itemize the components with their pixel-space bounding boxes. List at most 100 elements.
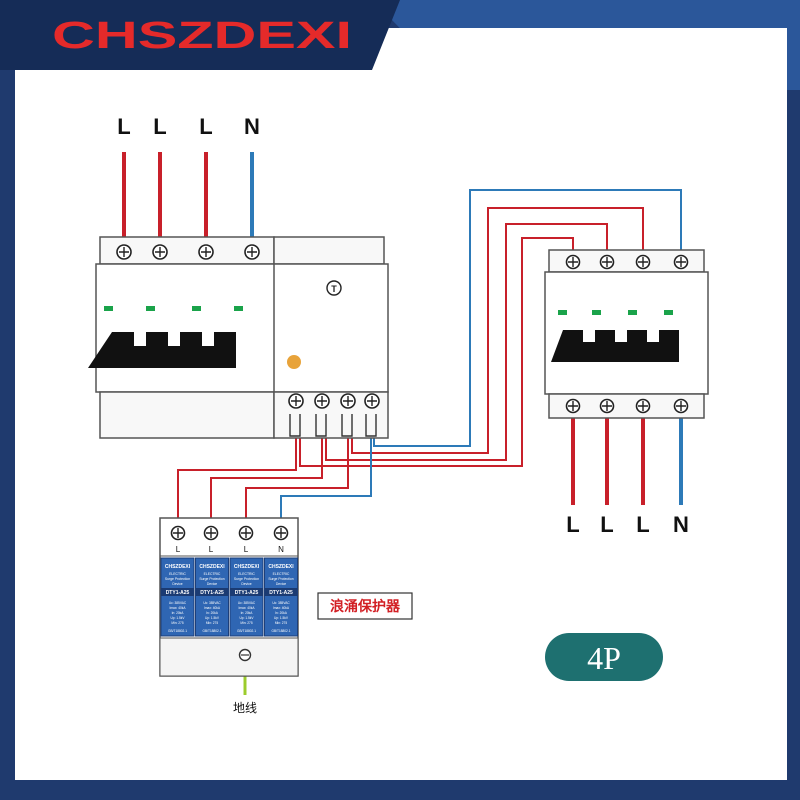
spd-module-spec: Up: 1.5kV: [274, 616, 289, 620]
spd-module-model: DTY1-A25: [235, 590, 259, 596]
spd-module-spec: Uc: 385VAC: [238, 601, 256, 605]
main-top-terminals: [116, 244, 260, 260]
indicator-icon: [104, 306, 113, 311]
link-wire-l1: [299, 237, 574, 467]
spd-module-brand: CHSZDEXI: [199, 564, 225, 570]
supply-label-l2: L: [153, 114, 166, 139]
indicator-icon: [628, 310, 637, 315]
spd-module-spec: Up: 1.5kV: [240, 616, 255, 620]
load-label-l2: L: [600, 512, 613, 537]
spd-module-desc: ELECTRIC: [238, 572, 255, 576]
spd-module-desc: Device: [207, 582, 217, 586]
spd-module-spec: In: 20kA: [275, 611, 288, 615]
main-bottom-terminals: [288, 393, 380, 437]
spd-label-l1: L: [176, 545, 181, 554]
spd-module-spec: Uc: 385VAC: [272, 601, 290, 605]
supply-label-l3: L: [199, 114, 212, 139]
spd-module-spec: Imax: 40kA: [273, 606, 290, 610]
spd-module-desc: Device: [276, 582, 286, 586]
spd-module-desc: Surge Protection: [199, 577, 224, 581]
breaker-handle[interactable]: [551, 330, 679, 362]
spd-module-spec: In: 20kA: [172, 611, 185, 615]
load-breaker: [544, 249, 709, 419]
spd-module-model: DTY1-A25: [200, 590, 224, 596]
link-wire-l2: [325, 223, 608, 461]
load-label-n: N: [673, 512, 689, 537]
indicator-icon: [558, 310, 567, 315]
spd-module-foot: GB/T18802.1: [272, 629, 291, 633]
trip-indicator-icon: [287, 355, 301, 369]
spd-module-spec: In: 20kA: [206, 611, 219, 615]
supply-labels: L L L N: [117, 114, 260, 139]
main-breaker: T: [88, 236, 389, 439]
brand-logo-text: CHSZDEXI: [52, 15, 352, 57]
brand-banner: [0, 0, 400, 70]
test-button-mark: T: [331, 284, 337, 294]
breaker-handle[interactable]: [88, 332, 236, 368]
spd-module-spec: Imax: 40kA: [239, 606, 256, 610]
spd-module-foot: GB/T18802.1: [237, 629, 256, 633]
spd-module-spec: Min: 275: [206, 621, 218, 625]
link-wire-n: [373, 189, 682, 447]
spd-module-desc: Surge Protection: [165, 577, 190, 581]
load-label-l1: L: [566, 512, 579, 537]
spd-module-spec: Up: 1.5kV: [171, 616, 186, 620]
spd-module-spec: Up: 1.5kV: [205, 616, 220, 620]
pole-badge: [545, 633, 663, 681]
spd-module-spec: Min: 275: [171, 621, 183, 625]
indicator-icon: [664, 310, 673, 315]
indicator-icon: [234, 306, 243, 311]
spd-wire-l1: [177, 418, 297, 532]
load-top-terminals: [565, 254, 689, 270]
spd-module-spec: Imax: 40kA: [204, 606, 221, 610]
spd-caption-box: [317, 592, 413, 620]
load-label-l3: L: [636, 512, 649, 537]
link-wires: [177, 189, 682, 532]
spd-module-desc: Device: [172, 582, 182, 586]
spd-module-spec: Min: 275: [275, 621, 287, 625]
spd-module-desc: Device: [241, 582, 251, 586]
load-labels: L L L N: [566, 512, 689, 537]
supply-label-l1: L: [117, 114, 130, 139]
load-bottom-terminals: [565, 398, 689, 414]
spd-module-desc: ELECTRIC: [169, 572, 186, 576]
spd-module-desc: ELECTRIC: [273, 572, 290, 576]
indicator-icon: [192, 306, 201, 311]
spd-module-brand: CHSZDEXI: [268, 564, 294, 570]
spd-module-desc: Surge Protection: [234, 577, 259, 581]
spd-module-model: DTY1-A25: [269, 590, 293, 596]
supply-label-n: N: [244, 114, 260, 139]
spd-terminal-labels: L L L N: [176, 545, 284, 554]
spd-wire-l3: [245, 418, 349, 532]
wires: [122, 152, 683, 505]
spd-module-spec: In: 20kA: [241, 611, 254, 615]
spd-module-spec: Min: 275: [240, 621, 252, 625]
spd-module-model: DTY1-A25: [166, 590, 190, 596]
indicator-icon: [592, 310, 601, 315]
spd-module-brand: CHSZDEXI: [165, 564, 191, 570]
spd-terminals: [170, 525, 289, 541]
ground-label: 地线: [233, 701, 257, 715]
spd-label-l3: L: [244, 545, 249, 554]
link-wire-l3: [351, 207, 644, 454]
spd-module-spec: Uc: 385VAC: [169, 601, 187, 605]
pole-badge-text: 4P: [587, 640, 621, 676]
spd-module-spec: Uc: 385VAC: [203, 601, 221, 605]
spd-label-n: N: [278, 545, 284, 554]
spd-label-l2: L: [209, 545, 214, 554]
spd-module-desc: Surge Protection: [268, 577, 293, 581]
spd-wire-l2: [210, 418, 323, 532]
spd-module-foot: GB/T18802.1: [168, 629, 187, 633]
indicator-icon: [146, 306, 155, 311]
spd-module-brand: CHSZDEXI: [234, 564, 260, 570]
spd-caption: 浪涌保护器: [330, 598, 401, 614]
spd-module-foot: GB/T18802.1: [203, 629, 222, 633]
spd-module-desc: ELECTRIC: [204, 572, 221, 576]
